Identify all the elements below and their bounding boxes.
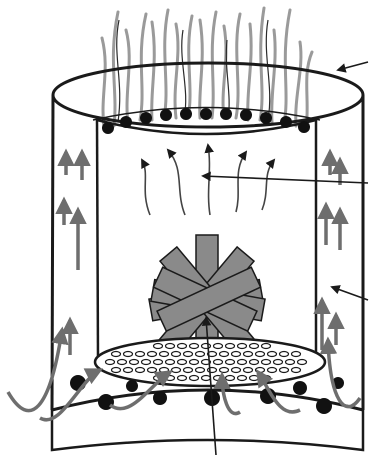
center-leader: [203, 176, 368, 183]
annulus-left-arrows: [64, 152, 82, 355]
top-leader: [338, 62, 368, 70]
central-flow-arrows: [142, 145, 274, 215]
